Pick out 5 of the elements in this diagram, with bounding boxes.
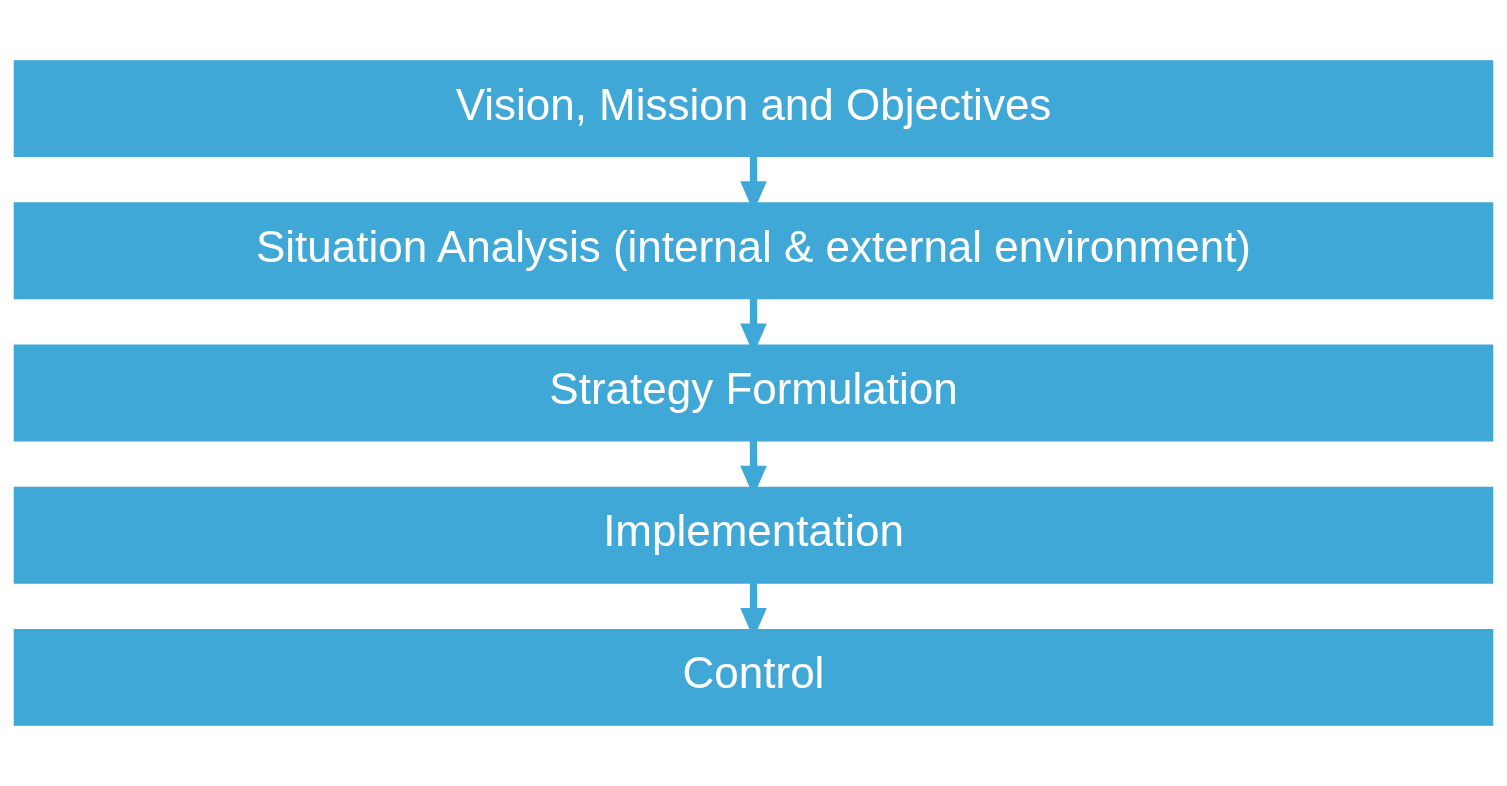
node-box: Control <box>13 629 1494 726</box>
node-box: Vision, Mission and Objectives <box>13 60 1494 157</box>
node-box: Situation Analysis (internal & external environment) <box>13 202 1494 300</box>
node-box: Implementation <box>13 486 1494 584</box>
node-box: Strategy Formulation <box>13 344 1494 442</box>
